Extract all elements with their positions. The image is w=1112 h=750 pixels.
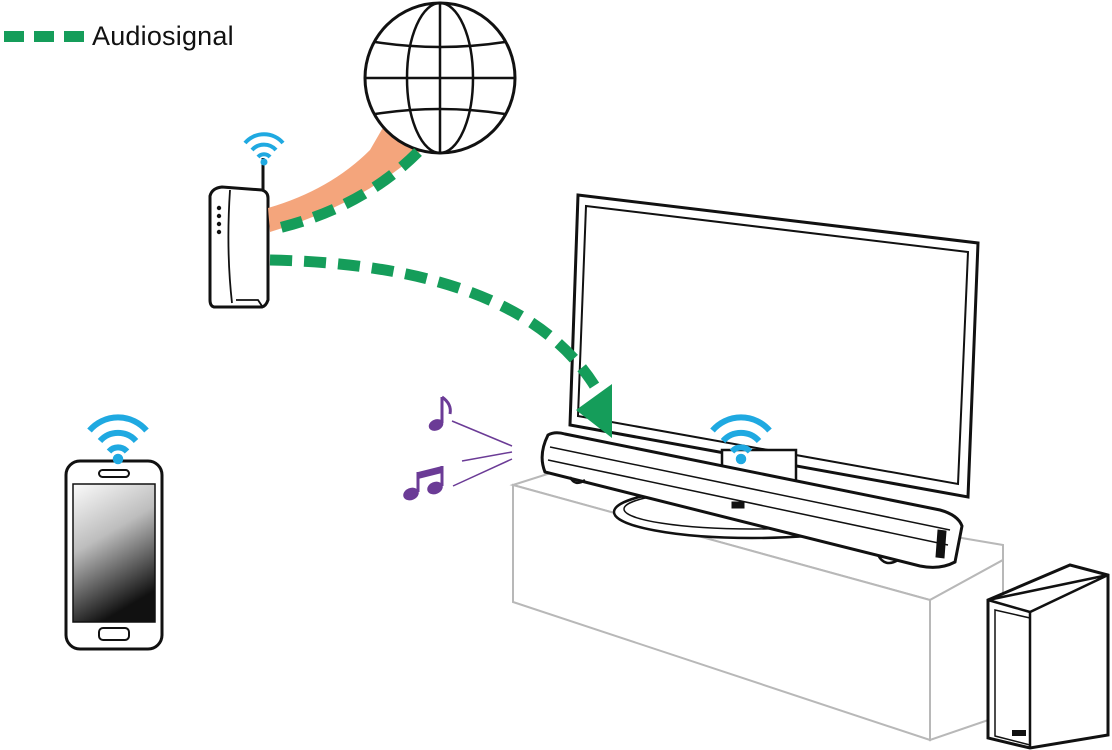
wifi-icon	[87, 414, 149, 465]
subwoofer-icon	[986, 563, 1110, 750]
audio-signal-path-router-soundbar	[269, 254, 612, 438]
wifi-icon	[710, 414, 772, 465]
audio-signal-swatch	[4, 30, 84, 42]
audio-signal-path-globe-router	[268, 148, 422, 236]
internet-link	[268, 112, 422, 232]
music-note-icon	[403, 466, 444, 501]
music-note-icon	[428, 395, 452, 431]
sound-bar-icon	[540, 431, 964, 569]
router-icon	[208, 158, 270, 309]
globe-icon	[363, 1, 517, 155]
sound-emission-lines	[451, 420, 513, 487]
legend: Audiosignal	[4, 20, 234, 52]
smartphone-icon	[64, 459, 164, 651]
legend-label-audio-signal: Audiosignal	[92, 20, 234, 51]
wifi-icon	[243, 132, 285, 166]
